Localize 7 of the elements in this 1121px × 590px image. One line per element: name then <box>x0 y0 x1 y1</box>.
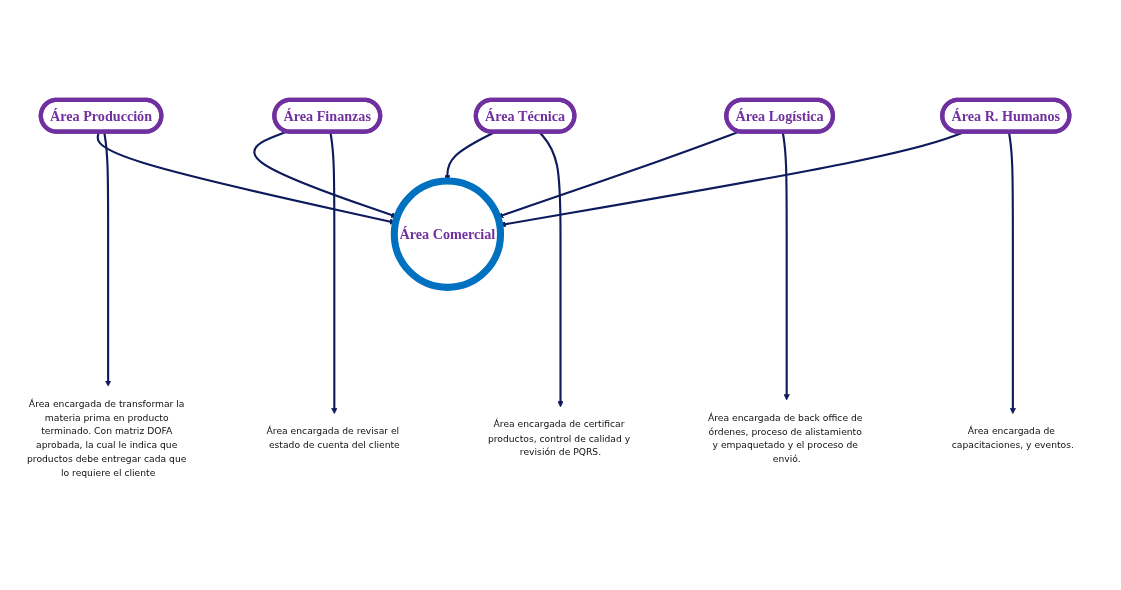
node-text: Área encargada de certificar productos, control de calidad y revisión de PQRS. <box>487 418 631 458</box>
node-text: Área encargada de transformar la materia prima en producto terminado. Con matriz DOFA aprobada, la cual le indica que productos debe entregar cada que lo requiere el cliente <box>26 398 187 478</box>
node-text: Área encargada de back office de órdenes, proceso de alistamiento y empaquetado y el proceso de envió. <box>707 412 863 465</box>
node-text: Área encargada de revisar el estado de cuenta del cliente <box>266 425 400 451</box>
arrow <box>96 131 396 225</box>
node-circle: Área Comercial <box>390 177 505 291</box>
node-text: Área encargada de capacitaciones, y eventos. <box>951 425 1074 451</box>
